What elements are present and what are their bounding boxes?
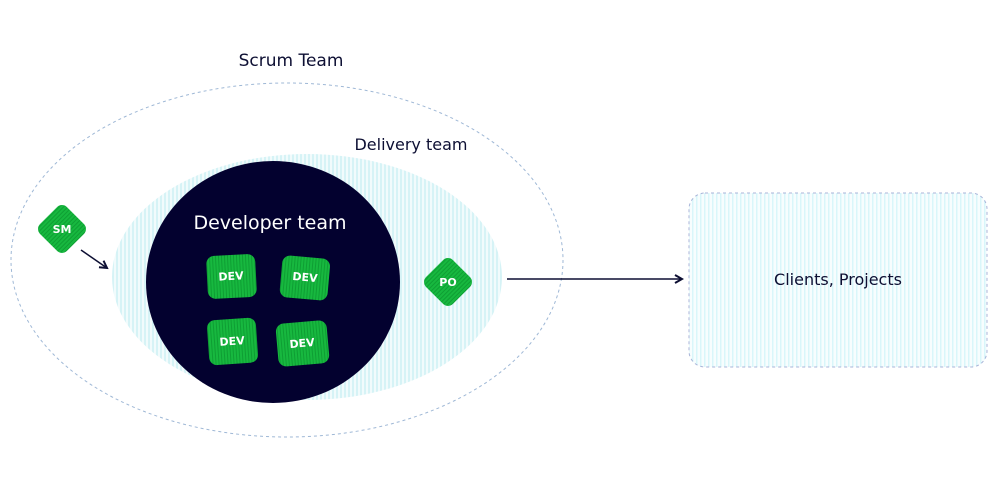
- sm-node: SM: [38, 205, 86, 253]
- developer-team-circle: [146, 161, 400, 403]
- sm-to-delivery-arrow: [80, 249, 107, 268]
- scrum-team-boundary: [10, 82, 564, 438]
- po-label: PO: [439, 276, 456, 289]
- dev-node: DEV: [275, 320, 330, 367]
- dev-label: DEV: [289, 336, 316, 351]
- developer-team-label: Developer team: [193, 212, 346, 234]
- dev-label: DEV: [219, 334, 245, 349]
- delivery-team-label: Delivery team: [354, 135, 467, 154]
- clients-projects-box: [688, 192, 988, 368]
- po-node: PO: [424, 258, 472, 306]
- sm-label: SM: [53, 223, 72, 236]
- dev-label: DEV: [218, 269, 244, 283]
- clients-projects-label: Clients, Projects: [774, 270, 902, 289]
- scrum-team-label: Scrum Team: [239, 51, 344, 71]
- dev-label: DEV: [292, 270, 319, 285]
- dev-node: DEV: [206, 254, 257, 299]
- dev-node: DEV: [207, 317, 259, 366]
- dev-node: DEV: [279, 255, 330, 301]
